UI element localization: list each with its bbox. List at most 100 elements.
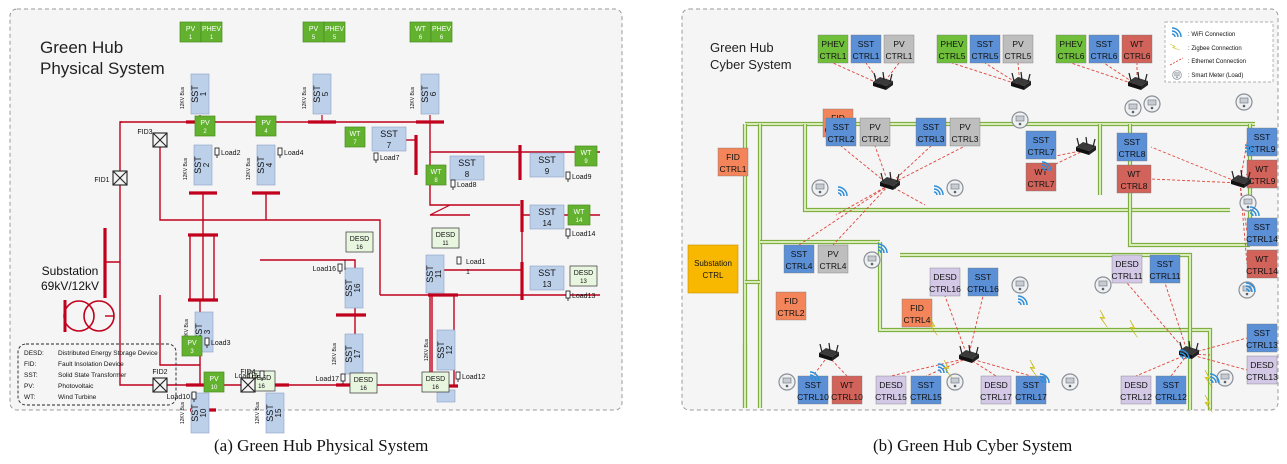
ctrl-name-label: CTRL4 — [904, 315, 931, 325]
ctrl-name-label: CTRL2 — [828, 134, 855, 144]
phev-number: 6 — [440, 35, 444, 41]
ctrl-type-label: SST — [1254, 132, 1271, 142]
wifi-link — [812, 355, 829, 377]
ctrl-box — [915, 117, 947, 147]
smart-meter-icon — [778, 373, 796, 391]
wifi-link — [1164, 282, 1189, 355]
load-12: Load12 — [455, 371, 485, 382]
smart-meter-icon — [1216, 369, 1234, 387]
sst-number: 8 — [465, 170, 470, 179]
pv-label: PV — [187, 340, 197, 347]
legend-ethernet: : Ethernet Connection — [1188, 59, 1246, 65]
wt-box — [425, 164, 447, 186]
sst-label: SST — [380, 129, 398, 139]
sst-number: 9 — [545, 167, 550, 176]
fid2-icon — [152, 377, 168, 393]
ctrl-box — [1246, 355, 1278, 385]
ctrl-type-label: WT — [1127, 169, 1140, 179]
sst-number: 10 — [199, 408, 208, 417]
ctrl-type-label: WT — [1255, 254, 1268, 264]
desd-label: DESD — [436, 232, 455, 239]
sst-box — [190, 73, 210, 115]
ctrl-type-label: DESD — [1124, 380, 1148, 390]
wifi-link — [865, 62, 883, 86]
sst-number: 7 — [387, 141, 392, 150]
ctrl-type-label: SST — [1163, 380, 1180, 390]
ctrl-name-label: CTRL14 — [1246, 266, 1278, 276]
fid1-label: FID1 — [94, 177, 109, 184]
wifi-link — [967, 295, 984, 359]
caption-physical: (a) Green Hub Physical System — [214, 436, 429, 455]
ctrl-name-label: CTRL7 — [1028, 147, 1055, 157]
pv-2: PV2 — [194, 115, 216, 137]
load-symbol — [565, 171, 571, 180]
abbreviation-legend — [17, 343, 177, 406]
ctrl-type-label: SST — [1096, 39, 1113, 49]
load-label: Load14 — [572, 231, 595, 238]
load-4: Load4 — [277, 147, 304, 158]
load-16: Load16 — [313, 263, 343, 274]
pv-number: 5 — [312, 35, 316, 41]
sst-label: SST — [312, 85, 322, 103]
ctrl-type-label: SST — [923, 122, 940, 132]
wifi-link — [1150, 146, 1241, 184]
sst-label: SST — [538, 268, 556, 278]
caption-cyber: (b) Green Hub Cyber System — [873, 436, 1073, 455]
ctrl-type-label: PV — [827, 249, 839, 259]
pv-number: 2 — [203, 129, 207, 135]
sst-box — [425, 254, 445, 294]
ctrl-box — [967, 267, 999, 297]
desd-label: DESD — [426, 376, 445, 383]
sst-number: 3 — [203, 329, 212, 334]
wt-number: 7 — [353, 140, 357, 146]
legend-ethernet-icon — [1169, 57, 1184, 66]
ctrl-box — [850, 34, 882, 64]
ctrl-box — [1246, 127, 1278, 157]
desd-number: 16 — [356, 245, 363, 251]
sst-label: SST — [344, 345, 354, 363]
load-14: Load14 — [565, 228, 595, 239]
legend-abbr: DESD: — [24, 350, 44, 357]
wt-7: WT7 — [344, 126, 366, 148]
substation-rating: 69kV/12kV — [41, 279, 99, 293]
bus-label: 12KV Bus — [184, 318, 190, 341]
load-label: Load7 — [380, 155, 400, 162]
wt-box — [574, 145, 598, 167]
desd-number: 11 — [442, 241, 449, 247]
ctrl-name-label: CTRL1 — [853, 51, 880, 61]
sst-box — [529, 265, 565, 291]
ctrl-type-label: PHEV — [1059, 39, 1082, 49]
smart-meter-icon — [1235, 93, 1253, 111]
pv-box — [181, 335, 203, 357]
load-symbol — [277, 147, 283, 156]
wifi-link — [1239, 182, 1248, 233]
load-symbol — [204, 337, 210, 346]
sst-box — [193, 144, 213, 186]
bus-line — [119, 262, 430, 386]
physical-title-line1: Green Hub — [40, 38, 123, 57]
load-1-label: Load1 — [466, 259, 486, 266]
ctrl-type-label: SST — [975, 272, 992, 282]
ctrl-type-label: PV — [1012, 39, 1024, 49]
legend-text: Photovoltaic — [58, 383, 94, 390]
fid4-icon — [240, 377, 256, 393]
sst-box — [256, 144, 276, 186]
sst-label: SST — [344, 279, 354, 297]
sst-number: 16 — [353, 283, 362, 292]
legend-text: Distributed Energy Storage Device — [58, 350, 158, 357]
load-symbol — [565, 228, 571, 237]
ctrl-box — [875, 375, 907, 405]
sst-box — [265, 392, 285, 434]
ctrl-name-label: CTRL3 — [918, 134, 945, 144]
load-label: Load2 — [221, 150, 241, 157]
wifi-link — [888, 145, 932, 186]
wifi-link — [925, 357, 969, 377]
substation-label: Substation — [42, 264, 99, 278]
ctrl-box — [949, 117, 981, 147]
